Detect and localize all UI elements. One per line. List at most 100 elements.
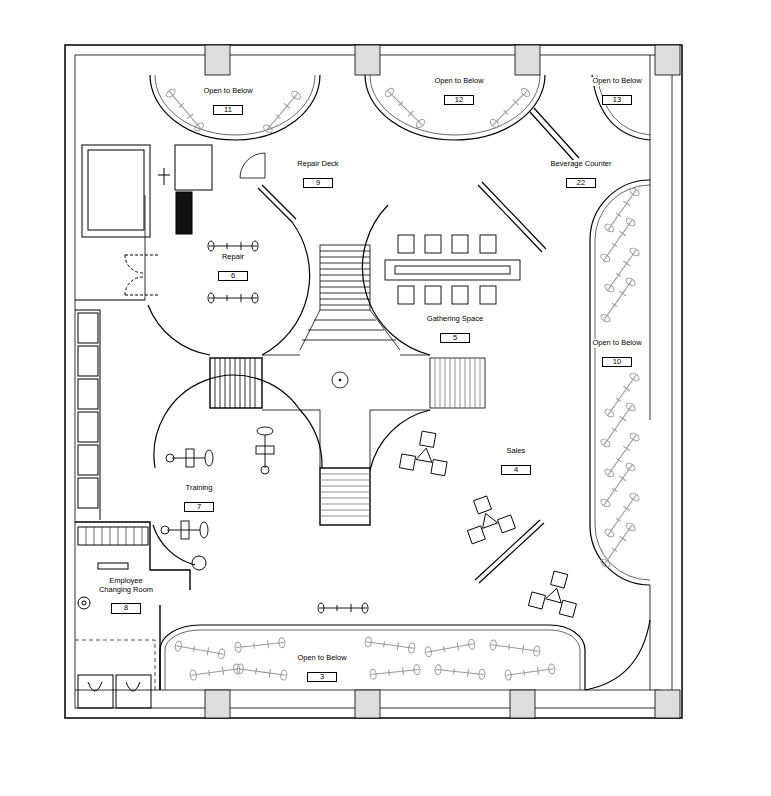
room-tag: Open to Below 12 — [433, 77, 484, 106]
room-name: Training — [185, 484, 214, 493]
bench — [98, 563, 128, 569]
stair-treads — [86, 527, 142, 545]
stair — [78, 527, 148, 545]
room-tag: Beverage Counter 22 — [550, 160, 613, 189]
bike-symbol — [600, 402, 637, 449]
bike-symbol — [600, 522, 637, 569]
shaft — [176, 192, 192, 234]
room-name: Gathering Space — [426, 315, 484, 324]
bay-edge — [590, 180, 650, 585]
table — [395, 266, 510, 274]
room-number: 5 — [440, 333, 470, 344]
bike-symbol — [190, 664, 241, 681]
bike-symbol — [208, 293, 258, 303]
room-number: 3 — [307, 672, 337, 683]
bike-symbol — [600, 462, 637, 509]
lounge-chairs — [528, 567, 583, 618]
bay-edge — [370, 75, 540, 135]
bike-symbol — [235, 637, 286, 652]
room-name: Open to Below — [296, 654, 347, 663]
walls — [65, 45, 682, 718]
room-tag: Open to Below13 — [591, 77, 642, 106]
room-name: Repair — [221, 253, 245, 262]
corridor-wall — [75, 300, 145, 520]
toilet — [88, 682, 140, 691]
bike-symbol — [208, 241, 258, 251]
bike-symbol — [435, 664, 486, 679]
room-name: Open to Below — [433, 77, 484, 86]
wall — [75, 522, 190, 690]
room-name: Beverage Counter — [550, 160, 613, 169]
curved-wall — [148, 305, 210, 355]
furniture — [161, 235, 583, 617]
stair-treads — [215, 358, 255, 408]
room-tag: Repair Deck9 — [296, 160, 339, 189]
stair — [210, 358, 262, 408]
bike-symbol — [237, 664, 288, 681]
pier — [515, 45, 540, 75]
bay-edge — [165, 630, 580, 690]
chair — [398, 286, 414, 304]
pier — [355, 45, 380, 75]
column — [332, 372, 348, 388]
curved-wall — [154, 375, 300, 468]
door-swing — [240, 153, 265, 178]
pier — [205, 45, 230, 75]
bike-symbol — [600, 277, 637, 324]
bike-symbol — [604, 432, 641, 479]
storage — [175, 145, 212, 190]
bike-symbol — [604, 492, 641, 539]
outer-wall — [65, 45, 682, 718]
room-name: Sales — [506, 447, 527, 456]
bike-symbol — [425, 639, 476, 658]
pier — [205, 690, 230, 718]
room-name: Repair Deck — [296, 160, 339, 169]
room-number: 7 — [184, 502, 214, 513]
bike-symbol — [604, 247, 641, 294]
elevator-car — [88, 150, 144, 230]
counter — [530, 108, 579, 162]
stair — [320, 468, 370, 525]
room-number: 22 — [566, 178, 596, 189]
bike-symbol — [490, 640, 541, 657]
curved-wall — [585, 620, 650, 690]
column — [339, 379, 341, 381]
fixture — [82, 601, 86, 605]
exercise-bike — [256, 427, 274, 474]
bike-symbol — [489, 87, 531, 129]
pier — [655, 45, 680, 75]
bike-symbol — [505, 664, 556, 681]
chair — [398, 235, 414, 253]
room-number: 6 — [218, 271, 248, 282]
room-tag: Open to Below11 — [202, 87, 253, 116]
open-bays — [150, 75, 650, 690]
fixture — [192, 556, 206, 570]
elevator — [82, 145, 150, 237]
lounge-chairs — [459, 491, 516, 544]
bike-symbol — [370, 664, 421, 679]
bike-symbol — [600, 217, 637, 264]
wall — [145, 195, 146, 300]
room-number: 12 — [444, 95, 474, 106]
stair-treads — [320, 474, 370, 516]
bay-edge — [365, 75, 545, 140]
exercise-bike — [166, 449, 213, 467]
room-tag: Sales 4 — [501, 447, 531, 476]
room-number: 4 — [501, 465, 531, 476]
landing-edge — [262, 355, 430, 468]
stair-treads — [300, 310, 400, 350]
bay-edge — [155, 75, 315, 135]
stair-treads — [320, 251, 370, 305]
bike-symbol — [318, 603, 368, 613]
pier — [655, 690, 680, 718]
glass-wall — [478, 182, 546, 252]
curved-wall — [300, 410, 322, 468]
pier — [355, 690, 380, 718]
room-name: Open to Below — [591, 339, 642, 348]
room-number: 11 — [213, 105, 243, 116]
chair — [480, 286, 496, 304]
room-name: Open to Below — [591, 77, 642, 86]
room-tag: Repair 6 — [218, 253, 248, 282]
